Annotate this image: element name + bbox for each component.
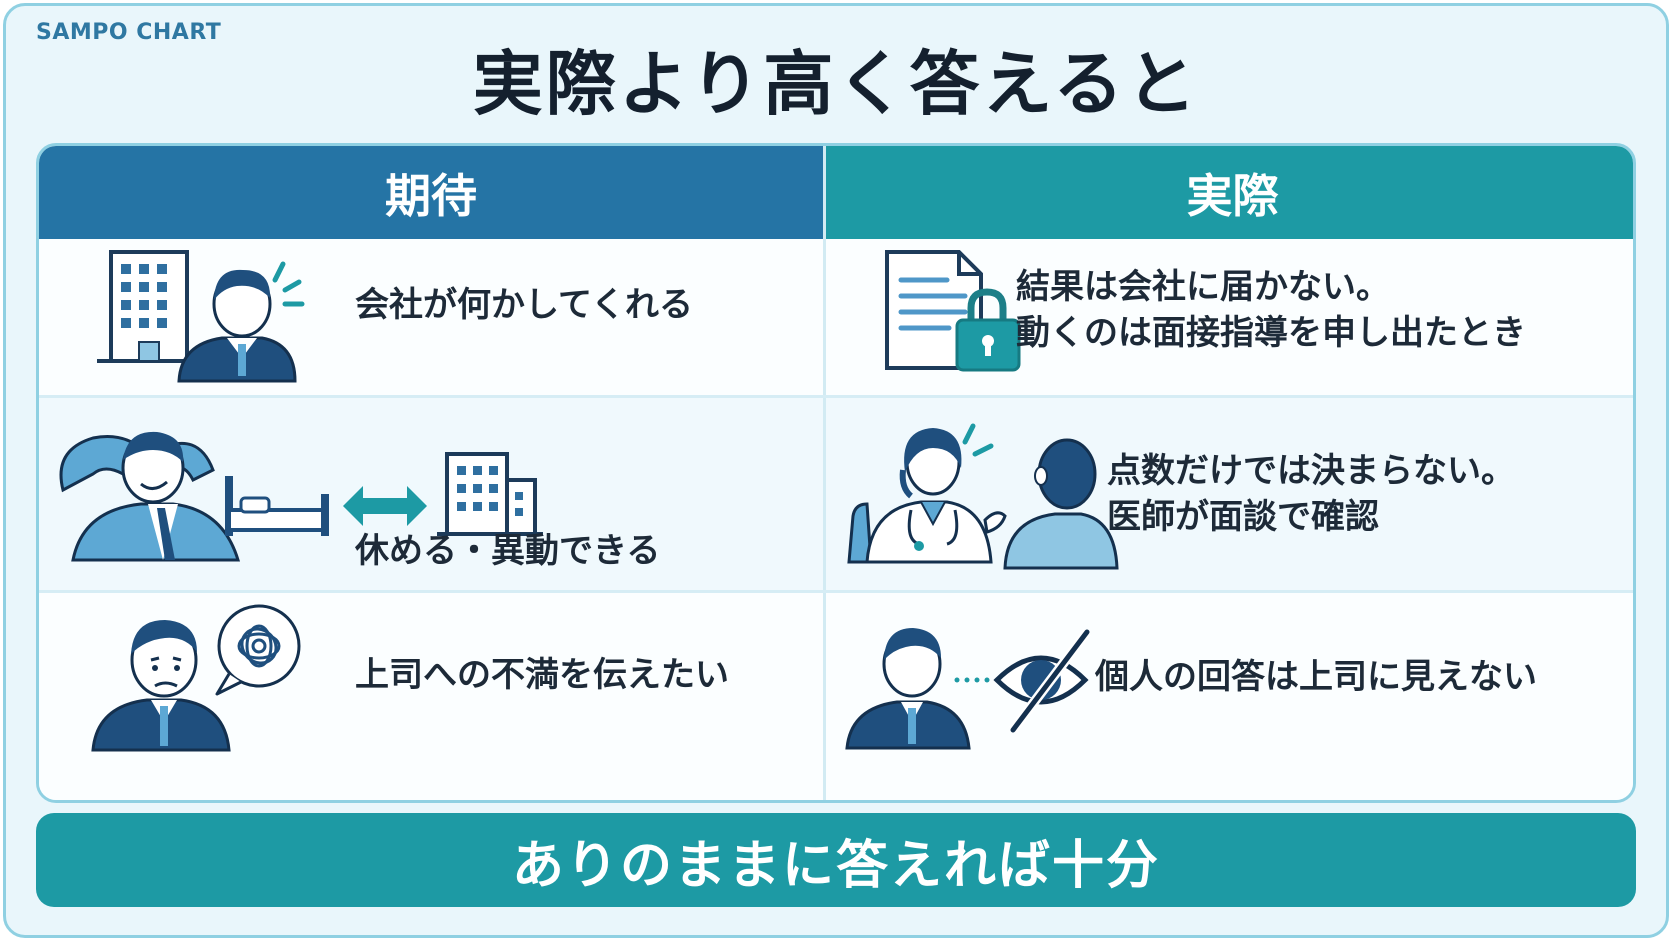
locked-document-icon — [885, 250, 1021, 372]
employee-hidden-eye-icon — [845, 628, 1091, 750]
row3-expectation-text: 上司への不満を伝えたい — [355, 655, 729, 695]
page-title: 実際より高く答えると — [472, 43, 1200, 125]
brand-label: SAMPO CHART — [36, 20, 222, 45]
row-separator — [39, 590, 1633, 593]
comparison-panel: 期待 実際 会社が何かしてくれる — [36, 143, 1636, 803]
row2-reality-line2: 医師が面談で確認 — [1107, 497, 1379, 537]
column-header-reality: 実際 — [826, 146, 1633, 239]
row2-expectation-text: 休める・異動できる — [355, 531, 661, 571]
row1-expectation-text: 会社が何かしてくれる — [355, 285, 693, 325]
worried-employee-thought-bubble-icon — [91, 604, 301, 752]
row1-reality-line1: 結果は会社に届かない。 — [1016, 267, 1390, 307]
column-header-expectation: 期待 — [39, 146, 823, 239]
row3-reality-text: 個人の回答は上司に見えない — [1095, 657, 1537, 697]
relaxing-person-bed-building-icon — [59, 431, 543, 562]
column-divider — [823, 146, 826, 800]
conclusion-banner: ありのままに答えれば十分 — [36, 813, 1636, 907]
row2-reality-line1: 点数だけでは決まらない。 — [1107, 451, 1515, 491]
doctor-consultation-icon — [847, 423, 1119, 570]
row3-right-cell — [826, 593, 1633, 800]
row1-reality-line2: 動くのは面接指導を申し出たとき — [1016, 313, 1526, 353]
office-building-and-employee-icon — [97, 250, 305, 383]
row-separator — [39, 395, 1633, 398]
